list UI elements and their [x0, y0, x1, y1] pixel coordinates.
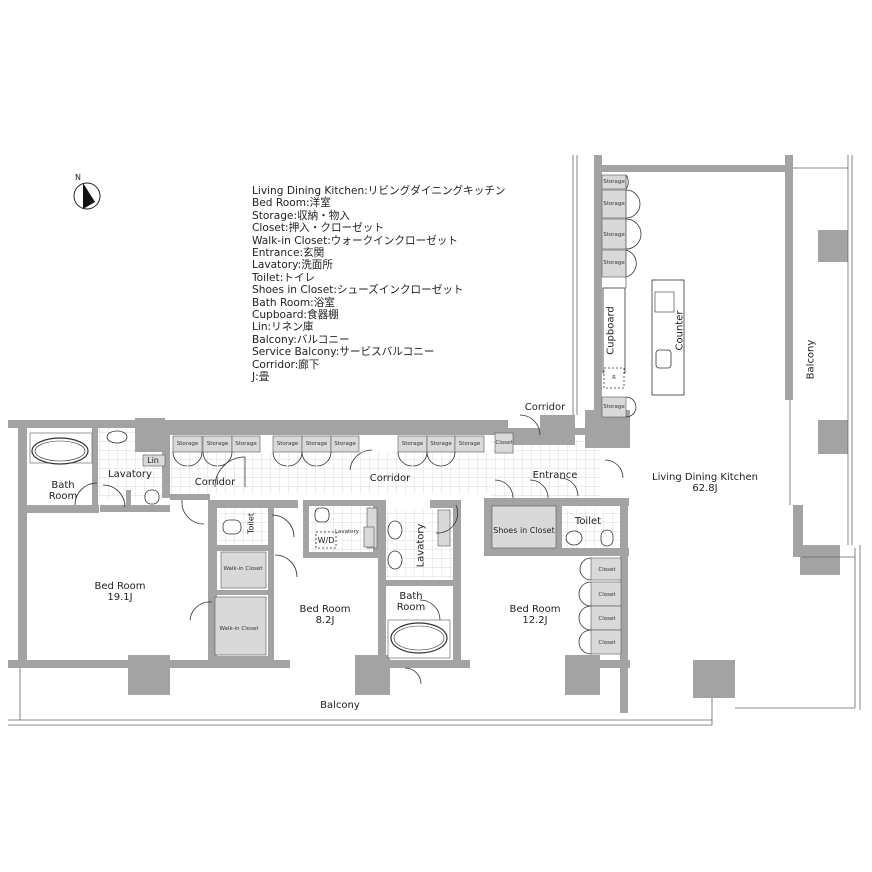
legend-item: Lavatory:洗面所 [252, 259, 333, 272]
legend-item: Corridor:廊下 [252, 358, 320, 371]
room-walk-in-closet-1: Walk-in Closet [223, 566, 263, 572]
room-name: Bed Room [299, 604, 351, 615]
room-bath-2: Bath Room [386, 591, 436, 613]
room-lin: Lin [147, 456, 159, 465]
room-toilet-2: Toilet [246, 513, 256, 534]
room-name: Living Dining Kitchen [652, 472, 758, 483]
storage-label: Storage [235, 441, 257, 447]
washer-dryer-label: W/D [317, 536, 335, 545]
room-bath-1: Bath Room [38, 480, 88, 502]
legend-item: Storage:収納・物入 [252, 209, 350, 222]
north-label: N [75, 173, 81, 182]
closet-label: Closet [598, 592, 616, 598]
storage-label: Storage [603, 260, 625, 266]
room-shoes-in-closet: Shoes in Closet [493, 526, 555, 535]
storage-label: Storage [603, 201, 625, 207]
closet-label: Closet [598, 640, 616, 646]
room-balcony-south: Balcony [320, 700, 360, 711]
storage-label: Storage [603, 404, 625, 410]
room-name: Room [396, 602, 426, 613]
room-size: 62.8J [692, 483, 718, 494]
storage-label: Storage [176, 441, 199, 447]
outlines [8, 155, 861, 726]
room-toilet-1: Toilet [574, 516, 602, 527]
room-lavatory-2: Lavatory [334, 529, 360, 535]
legend-item: Bed Room:洋室 [252, 197, 331, 210]
room-name: Bed Room [509, 604, 561, 615]
storage-label: Storage [334, 441, 356, 447]
refrigerator-label: R [612, 375, 616, 381]
storage-label: Storage [401, 441, 424, 447]
door-swings [74, 174, 642, 685]
fixtures [106, 279, 685, 570]
storage-label: Storage [305, 441, 328, 447]
room-size: 12.2J [522, 615, 548, 626]
room-name: Room [48, 491, 78, 502]
legend-item: Service Balcony:サービスバルコニー [252, 346, 435, 359]
legend-item: Bath Room:浴室 [252, 296, 335, 309]
storage-label: Storage [603, 232, 625, 238]
legend-item: Toilet:トイレ [252, 271, 316, 284]
legend-item: Living Dining Kitchen:リビングダイニングキッチン [252, 185, 506, 197]
room-size: 19.1J [107, 592, 133, 603]
legend-item: Balcony:バルコニー [252, 333, 350, 346]
storage-label: Storage [276, 441, 299, 447]
storage-label: Storage [603, 179, 625, 185]
room-size: 8.2J [315, 615, 335, 626]
storage-label: Storage [430, 441, 452, 447]
room-bed-1: Bed Room 19.1J [70, 581, 170, 603]
room-corridor-1: Corridor [194, 477, 236, 488]
cupboard-label: Cupboard [605, 306, 617, 355]
storage-units [142, 174, 627, 656]
room-bed-3: Bed Room 12.2J [490, 604, 580, 626]
legend-item: Shoes in Closet:シューズインクローゼット [252, 284, 464, 297]
room-corridor-2: Corridor [369, 473, 411, 484]
room-balcony-east: Balcony [805, 339, 817, 380]
room-walk-in-closet-2: Walk-in Closet [219, 626, 259, 632]
room-lavatory-1: Lavatory [108, 469, 152, 480]
legend-item: Entrance:玄関 [252, 247, 325, 260]
room-name: Bed Room [94, 581, 146, 592]
room-name: Bath [399, 591, 423, 602]
legend-item: Closet:押入・クローゼット [252, 222, 384, 235]
legend-item: J:畳 [252, 371, 270, 384]
room-bed-2: Bed Room 8.2J [280, 604, 370, 626]
room-entrance: Entrance [532, 470, 578, 481]
room-name: Bath [51, 480, 75, 491]
bathtubs [29, 432, 451, 659]
storage-label: Storage [458, 441, 481, 447]
room-corridor-3: Corridor [524, 402, 566, 413]
closet-label: Closet [598, 616, 616, 622]
north-arrow-icon: N [73, 173, 101, 210]
closet-label: Closet [598, 567, 616, 573]
counter-label: Counter [674, 310, 686, 351]
room-ldk: Living Dining Kitchen 62.8J [640, 472, 770, 494]
room-lavatory-3: Lavatory [415, 523, 427, 568]
legend-item: Lin:リネン庫 [252, 321, 314, 334]
legend-item: Walk-in Closet:ウォークインクローゼット [252, 234, 458, 247]
legend: Living Dining Kitchen:リビングダイニングキッチン Bed … [252, 185, 506, 384]
closet-label: Closet [495, 440, 513, 446]
storage-label: Storage [206, 441, 229, 447]
legend-item: Cupboard:食器棚 [252, 309, 339, 322]
